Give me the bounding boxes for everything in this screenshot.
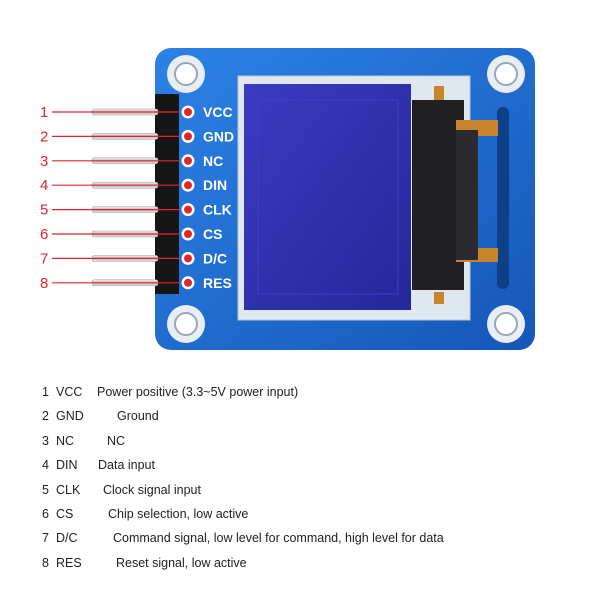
- mounting-hole-icon: [167, 305, 205, 343]
- mounting-hole-icon: [487, 305, 525, 343]
- pin-name: NC: [56, 433, 75, 448]
- table-row: 4 DIN Data input: [42, 453, 582, 477]
- callout-number: 5: [40, 202, 48, 219]
- pin-description-table: 1 VCC Power positive (3.3~5V power input) 2…: [42, 380, 582, 575]
- pin-number: 1: [42, 385, 49, 399]
- callout-number: 4: [40, 177, 48, 194]
- pin-number: 4: [42, 458, 49, 473]
- mounting-hole-icon: [487, 55, 525, 93]
- pin-name: VCC: [56, 385, 83, 399]
- pin-description: NC: [107, 433, 126, 448]
- callout-number: 3: [40, 153, 48, 170]
- pin-name: RES: [56, 555, 82, 570]
- callout-number: 1: [40, 104, 48, 121]
- pin-number: 8: [42, 555, 49, 570]
- pin-number: 3: [42, 433, 49, 448]
- pin-4: 4 DIN: [40, 177, 227, 194]
- pin-label: DIN: [203, 177, 227, 193]
- pin-label: NC: [203, 153, 223, 169]
- table-row: 5 CLK Clock signal input: [42, 478, 582, 502]
- mounting-hole-icon: [167, 55, 205, 93]
- pin-6: 6 CS: [40, 226, 222, 243]
- pin-description: Clock signal input: [103, 482, 201, 497]
- table-row: 1 VCC Power positive (3.3~5V power input): [42, 380, 582, 404]
- pin-5: 5 CLK: [40, 202, 232, 219]
- pin-number: 5: [42, 482, 49, 497]
- pin-3: 3 NC: [40, 153, 223, 170]
- pin-label: RES: [203, 275, 232, 291]
- pin-number: 6: [42, 506, 49, 521]
- pin-2: 2 GND: [40, 128, 234, 145]
- pin-label: CLK: [203, 202, 232, 218]
- pin-7: 7 D/C: [40, 250, 227, 267]
- pin-name: CS: [56, 506, 74, 521]
- pin-name: D/C: [56, 531, 78, 546]
- pin-1: 1 VCC: [40, 104, 233, 121]
- callout-number: 6: [40, 226, 48, 243]
- pin-name: DIN: [56, 458, 78, 473]
- flex-cable: [412, 100, 464, 290]
- callout-number: 2: [40, 128, 48, 145]
- table-row: 6 CS Chip selection, low active: [42, 502, 582, 526]
- board-slot: [497, 107, 509, 289]
- pin-description: Data input: [98, 458, 155, 473]
- pin-number: 2: [42, 409, 49, 424]
- pin-label: VCC: [203, 104, 233, 120]
- pin-name: CLK: [56, 482, 81, 497]
- pin-label: D/C: [203, 250, 227, 266]
- pin-label: GND: [203, 128, 234, 144]
- pin-number: 7: [42, 531, 49, 546]
- callout-number: 8: [40, 275, 48, 292]
- oled-screen: [244, 84, 411, 310]
- callout-number: 7: [40, 250, 48, 267]
- pin-description: Reset signal, low active: [116, 555, 247, 570]
- pin-header: [155, 94, 179, 294]
- table-row: 7 D/C Command signal, low level for comman…: [42, 526, 582, 550]
- oled-module-diagram: 1 VCC 2 GND 3 NC 4 DIN 5 CLK 6 CS 7 D/C 8 RES: [40, 48, 535, 350]
- table-row: 8 RES Reset signal, low active: [42, 551, 582, 575]
- pin-description: Power positive (3.3~5V power input): [97, 385, 299, 399]
- pin-description: Command signal, low level for command, h…: [113, 531, 444, 546]
- pin-description: Ground: [117, 409, 159, 424]
- table-row: 3 NC NC: [42, 429, 582, 453]
- table-row: 2 GND Ground: [42, 404, 582, 428]
- pin-description: Chip selection, low active: [108, 506, 249, 521]
- pin-8: 8 RES: [40, 275, 232, 292]
- pin-label: CS: [203, 226, 222, 242]
- pin-name: GND: [56, 409, 84, 424]
